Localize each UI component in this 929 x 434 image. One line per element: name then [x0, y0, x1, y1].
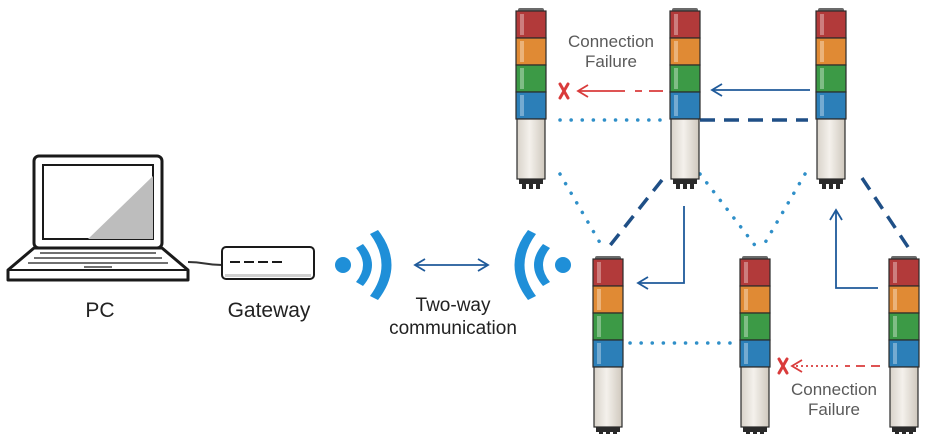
tower-light-segment [669, 37, 701, 66]
gateway-icon [221, 246, 315, 280]
x-mark-icon [777, 357, 789, 375]
tower-light-segment [888, 339, 920, 368]
dashed-link [860, 177, 912, 251]
tower-light-segment [888, 258, 920, 287]
two-way-communication-label: Two-way communication [389, 295, 517, 339]
tower-body [670, 118, 700, 180]
signal-tower [739, 256, 771, 434]
tower-light-segment [739, 312, 771, 341]
dotted-link [760, 172, 807, 250]
tower-light-segment [739, 285, 771, 314]
tower-light-segment [669, 91, 701, 120]
connection-failure-label-top: Connection Failure [567, 32, 654, 72]
tower-body [516, 118, 546, 180]
tower-light-segment [888, 285, 920, 314]
signal-tower [888, 256, 920, 434]
wireless-signal-icon [335, 230, 392, 300]
x-mark-icon [558, 82, 570, 100]
signal-tower [815, 8, 847, 189]
signal-tower [592, 256, 624, 434]
tower-light-segment [815, 37, 847, 66]
tower-light-segment [815, 10, 847, 39]
pc-label: PC [85, 299, 115, 322]
tower-light-segment [592, 339, 624, 368]
signal-tower [515, 8, 547, 189]
wireless-signal-icon [514, 230, 571, 300]
tower-light-segment [592, 285, 624, 314]
tower-light-segment [515, 64, 547, 93]
signal-towers [515, 8, 920, 434]
mesh-links [558, 118, 912, 345]
route-arrow [835, 210, 878, 289]
tower-light-segment [815, 64, 847, 93]
tower-body [889, 366, 919, 428]
dotted-link [558, 172, 605, 250]
two-way-arrow [413, 258, 490, 272]
connection-failure-label-bottom: Connection Failure [790, 380, 877, 420]
routing-arrows [636, 83, 878, 290]
tower-light-segment [669, 64, 701, 93]
route-arrow [638, 206, 685, 284]
tower-body [593, 366, 623, 428]
failure-link-bottom [777, 357, 880, 375]
tower-light-segment [592, 258, 624, 287]
tower-light-segment [888, 312, 920, 341]
tower-light-segment [515, 10, 547, 39]
tower-light-segment [739, 339, 771, 368]
tower-body [816, 118, 846, 180]
usb-cable [187, 261, 223, 266]
gateway-label: Gateway [227, 299, 311, 322]
dashed-link [606, 178, 664, 250]
tower-body [740, 366, 770, 428]
dotted-link [698, 172, 759, 250]
signal-tower [669, 8, 701, 189]
laptop-icon [6, 154, 190, 282]
failure-link-top [558, 82, 663, 100]
